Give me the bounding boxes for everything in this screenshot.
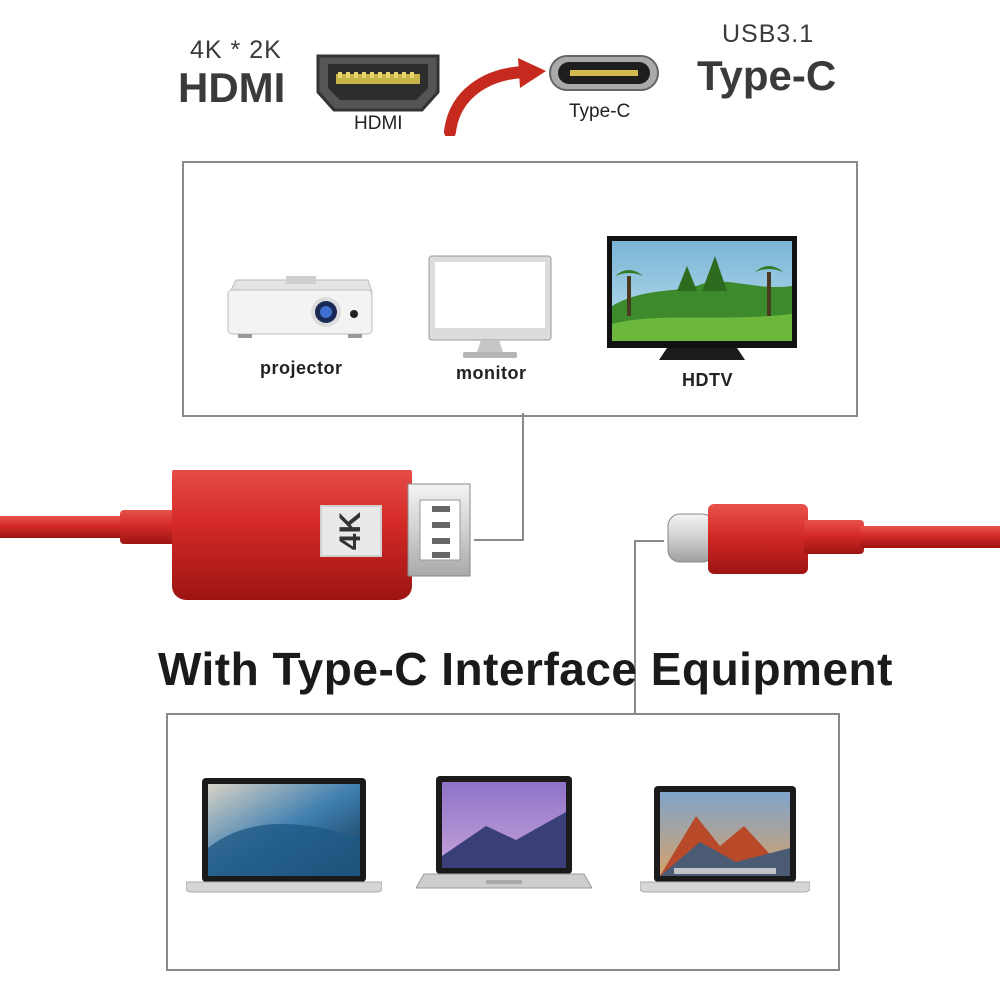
monitor-icon — [427, 254, 553, 360]
hdtv-label: HDTV — [682, 370, 733, 390]
usb-version-label: USB3.1 — [722, 20, 815, 48]
hdtv-icon — [607, 236, 797, 362]
headline: With Type-C Interface Equipment — [158, 643, 893, 695]
monitor-label: monitor — [456, 363, 527, 383]
hdmi-port-icon — [314, 52, 442, 114]
projector-icon — [222, 270, 376, 342]
hdmi-cable-icon — [0, 470, 480, 610]
typec-cable-icon — [664, 500, 1000, 580]
laptop-mountain-icon — [640, 786, 810, 896]
resolution-label: 4K * 2K — [190, 36, 282, 64]
connector-line-bottom-h — [634, 540, 664, 542]
4k-badge: 4K — [320, 505, 382, 557]
curved-arrow-icon — [440, 56, 550, 136]
hdmi-port-label: HDMI — [354, 113, 403, 134]
connector-line-bottom — [634, 540, 636, 715]
typec-port-label: Type-C — [569, 101, 631, 122]
connector-line-top-h — [474, 539, 524, 541]
typec-port-icon — [548, 54, 660, 92]
projector-label: projector — [260, 358, 343, 378]
typec-title: Type-C — [697, 52, 837, 99]
connector-line-top — [522, 413, 524, 541]
laptop-purple-icon — [416, 776, 592, 896]
laptop-wave-icon — [186, 778, 382, 894]
hdmi-title: HDMI — [178, 64, 286, 111]
